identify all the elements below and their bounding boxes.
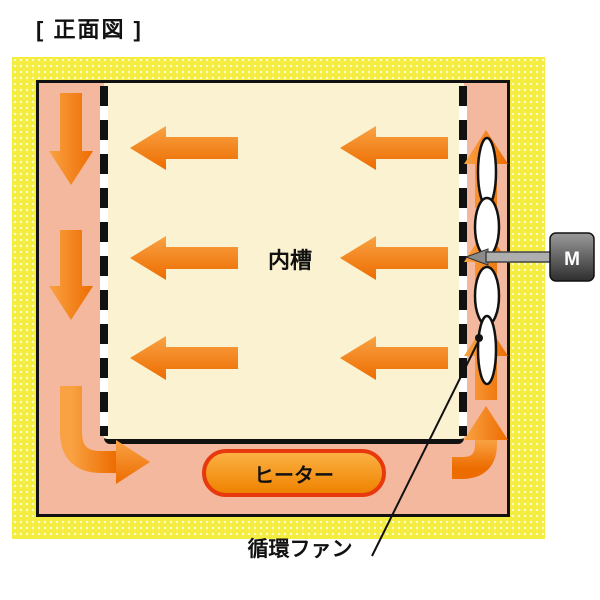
- perforated-wall-right: [459, 86, 467, 436]
- fan-callout-label: 循環ファン: [247, 538, 353, 561]
- heater: ヒーター: [202, 449, 386, 497]
- inner-chamber-label: 内槽: [267, 248, 312, 273]
- heater-label: ヒーター: [254, 464, 334, 487]
- motor-label: M: [564, 249, 580, 270]
- diagram-title: [ 正面図 ]: [36, 17, 143, 42]
- perforated-wall-left: [100, 86, 108, 436]
- motor-body: [549, 232, 595, 282]
